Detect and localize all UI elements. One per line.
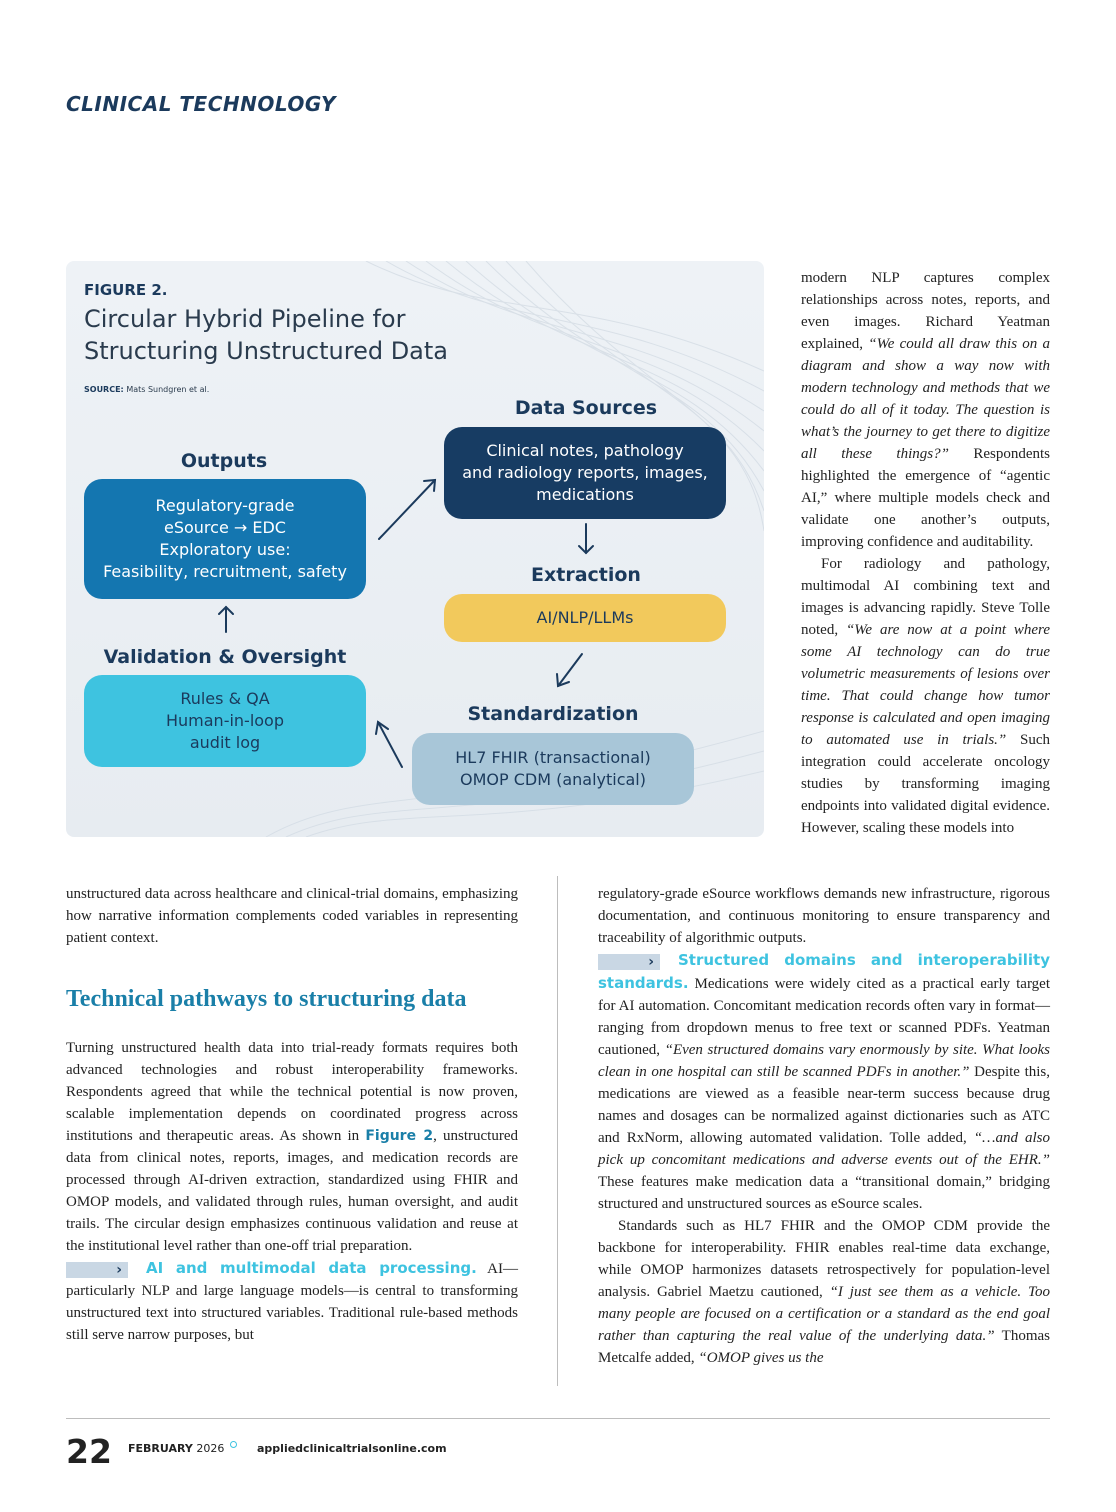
text-run: Respondents highlighted the emergence of… (801, 446, 1051, 550)
node-box-data-sources: Clinical notes, pathology and radiology … (444, 427, 726, 519)
left-column-body: Turning unstructured health data into tr… (66, 1037, 518, 1346)
node-box-outputs: Regulatory-grade eSource → EDC Explorato… (84, 479, 366, 599)
paragraph: Standards such as HL7 FHIR and the OMOP … (598, 1215, 1050, 1369)
node-line: Regulatory-grade (155, 496, 295, 515)
page-number: 22 (66, 1432, 112, 1471)
arrow-extraction-to-standardization (557, 653, 583, 687)
quote: “Even structured domains vary enormously… (598, 1042, 1050, 1080)
right-top-text: modern NLP captures complex relationship… (801, 267, 1050, 839)
issue-date: FEBRUARY 2026 (128, 1442, 224, 1455)
text-run: modern NLP captures complex relationship… (801, 270, 1050, 352)
column-divider (557, 876, 558, 1386)
text-run: Such integration could accelerate oncolo… (801, 732, 1050, 836)
node-line: Feasibility, recruitment, safety (103, 562, 347, 581)
text-run: AI—particularly NLP and large language m… (66, 1261, 518, 1343)
node-line: AI/NLP/LLMs (536, 608, 634, 627)
node-title-extraction: Extraction (531, 564, 641, 586)
arrow-standardization-to-validation (377, 721, 403, 768)
node-line: and radiology reports, images, (462, 463, 708, 482)
footer-rule (66, 1418, 1050, 1419)
figure-2-panel: FIGURE 2. Circular Hybrid Pipeline for S… (66, 261, 764, 837)
paragraph: ›Structured domains and interoperability… (598, 949, 1050, 1215)
issue-year: 2026 (196, 1442, 225, 1455)
quote: “I just see them as a vehicle. Too many … (598, 1284, 1051, 1344)
node-line: audit log (189, 733, 261, 752)
node-box-validation: Rules & QA Human-in-loop audit log (84, 675, 366, 767)
node-title-outputs: Outputs (180, 450, 268, 472)
paragraph: For radiology and pathology, multimodal … (801, 553, 1050, 839)
paragraph: modern NLP captures complex relationship… (801, 267, 1050, 553)
text-run: Standards such as HL7 FHIR and the OMOP … (598, 1218, 1050, 1300)
figure-source: SOURCE: Mats Sundgren et al. (84, 385, 209, 394)
circle-bullet-icon (230, 1441, 237, 1448)
text-run: Thomas Metcalfe added, (598, 1328, 1050, 1366)
quote: “…and also pick up concomitant medicatio… (598, 1130, 1051, 1168)
quote: “OMOP gives us the (698, 1350, 824, 1366)
text-run: Despite this, medications are viewed as … (598, 1064, 1050, 1146)
node-line: OMOP CDM (analytical) (459, 770, 646, 789)
node-line: Rules & QA (180, 689, 270, 708)
arrow-outputs-to-sources (378, 479, 436, 540)
node-box-extraction: AI/NLP/LLMs (444, 594, 726, 642)
run-in-heading: AI and multimodal data processing. (146, 1259, 477, 1277)
quote: “We are now at a point where some AI tec… (801, 622, 1050, 748)
text-run: These features make medication data a “t… (598, 1174, 1050, 1212)
chevron-right-icon: › (66, 1261, 128, 1278)
node-title-data-sources: Data Sources (514, 397, 658, 419)
figure-source-label: SOURCE: (84, 385, 124, 394)
figure-source-text: Mats Sundgren et al. (126, 385, 210, 394)
paragraph: regulatory-grade eSource workflows deman… (598, 886, 1050, 946)
text-run: , unstructured data from clinical notes,… (66, 1128, 518, 1254)
left-column-intro: unstructured data across healthcare and … (66, 883, 518, 949)
paragraph: unstructured data across healthcare and … (66, 886, 518, 946)
text-run: For radiology and pathology, multimodal … (801, 556, 1050, 638)
text-run: Medications were widely cited as a pract… (598, 976, 1050, 1058)
node-line: eSource → EDC (164, 518, 286, 537)
subheading: Technical pathways to structuring data (66, 986, 467, 1012)
issue-month: FEBRUARY (128, 1442, 193, 1455)
section-heading: CLINICAL TECHNOLOGY (66, 92, 336, 116)
paragraph: › AI and multimodal data processing. AI—p… (66, 1257, 518, 1346)
node-line: medications (536, 485, 634, 504)
node-line: Clinical notes, pathology (486, 441, 684, 460)
figure-reference-link[interactable]: Figure 2 (365, 1128, 434, 1144)
figure-label: FIGURE 2. (84, 281, 168, 299)
node-line: HL7 FHIR (transactional) (455, 748, 651, 767)
node-title-standardization: Standardization (467, 703, 639, 725)
paragraph: Turning unstructured health data into tr… (66, 1037, 518, 1257)
figure-title: Circular Hybrid Pipeline for Structuring… (84, 305, 449, 365)
node-line: Exploratory use: (159, 540, 291, 559)
run-in-heading: Structured domains and interoperability … (598, 951, 1050, 992)
node-box-standardization: HL7 FHIR (transactional) OMOP CDM (analy… (412, 733, 694, 805)
chevron-right-icon: › (598, 953, 660, 970)
quote: “We could all draw this on a diagram and… (801, 336, 1050, 462)
website-link[interactable]: appliedclinicaltrialsonline.com (257, 1442, 447, 1455)
right-column-body: regulatory-grade eSource workflows deman… (598, 883, 1050, 1369)
text-run: Turning unstructured health data into tr… (66, 1040, 518, 1144)
node-title-validation: Validation & Oversight (103, 646, 347, 668)
node-line: Human-in-loop (165, 711, 284, 730)
